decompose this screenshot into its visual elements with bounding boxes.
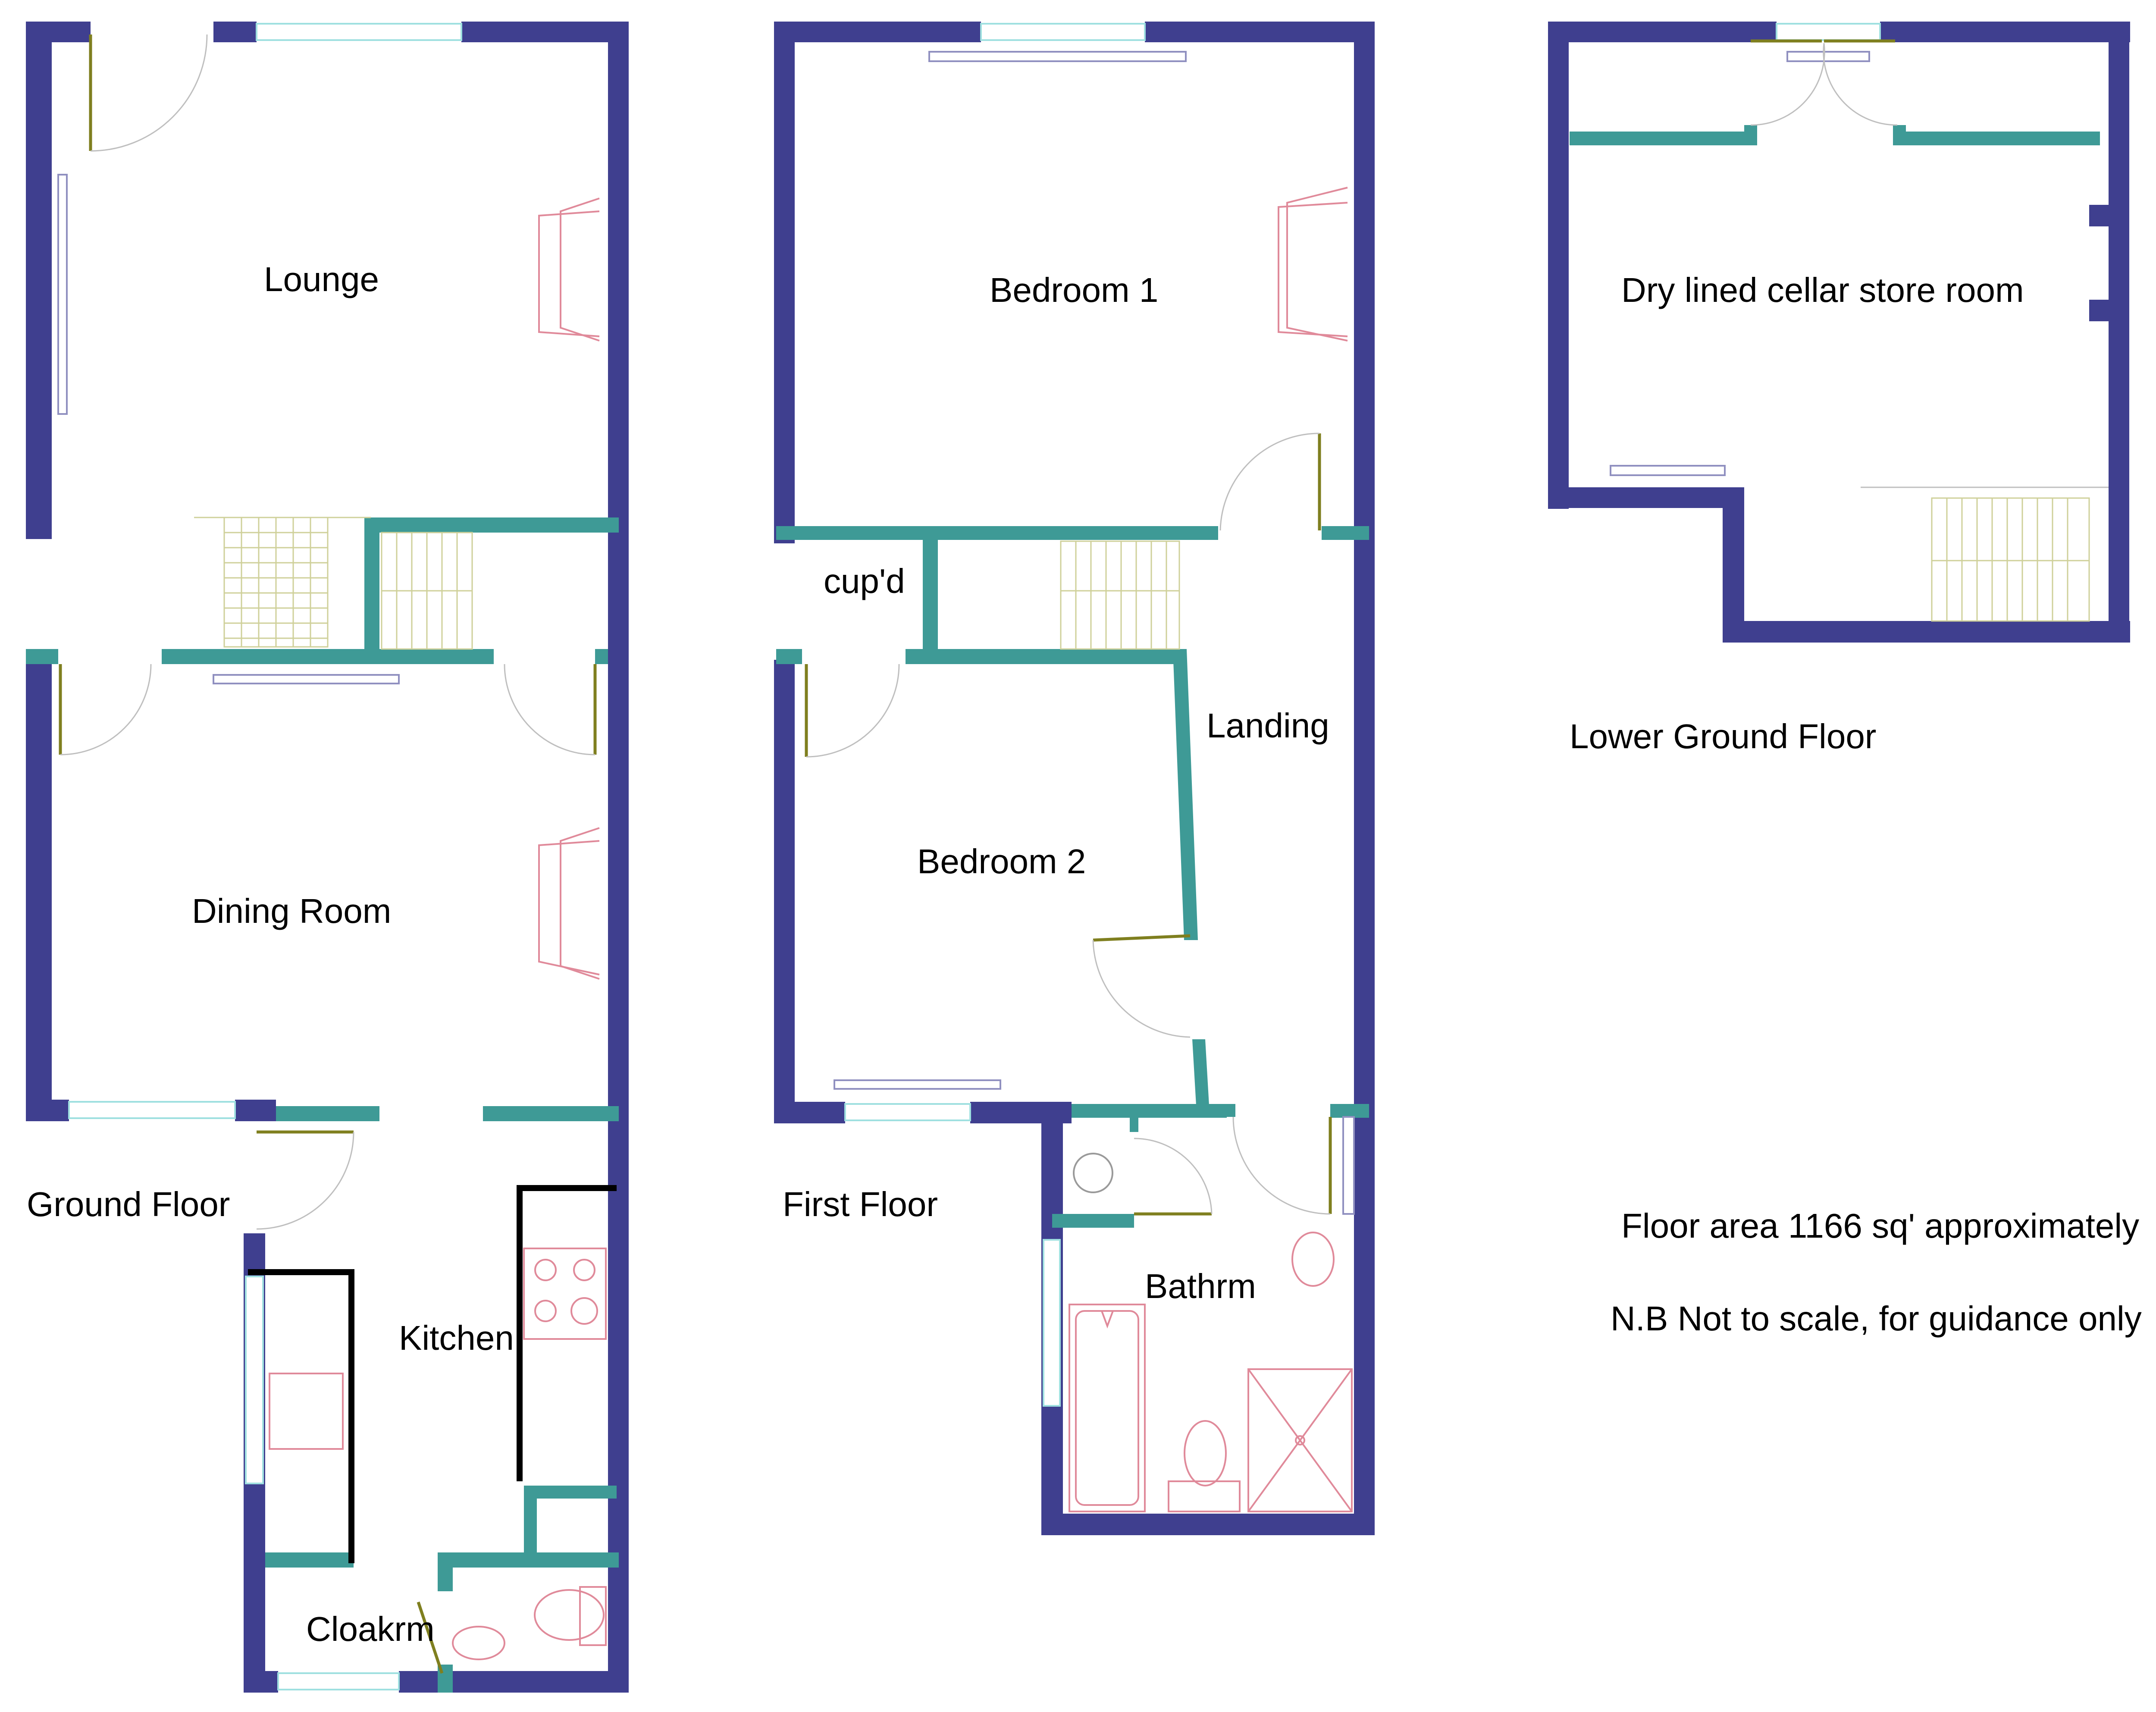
ground-stairs bbox=[194, 517, 473, 650]
ground-kitchen-fixtures bbox=[269, 1248, 607, 1660]
floor-label-ground: Ground Floor bbox=[27, 1185, 230, 1223]
room-label-cloakroom: Cloakrm bbox=[306, 1610, 435, 1648]
cloakroom-basin-icon bbox=[452, 1626, 505, 1660]
floor-label-first: First Floor bbox=[783, 1185, 938, 1223]
first-fireplace bbox=[1278, 187, 1348, 342]
ground-doors bbox=[59, 34, 597, 1674]
first-internal-walls bbox=[776, 526, 1369, 1228]
lower-internal-walls bbox=[1570, 125, 2100, 145]
ground-door-swings bbox=[60, 34, 595, 1230]
bath-icon bbox=[1069, 1304, 1146, 1512]
lower-radiators bbox=[1610, 51, 1870, 476]
room-label-landing: Landing bbox=[1206, 706, 1329, 745]
first-external-walls bbox=[774, 22, 1375, 1535]
first-doors bbox=[805, 433, 1332, 1216]
room-label-dining: Dining Room bbox=[192, 892, 391, 930]
room-label-bedroom1: Bedroom 1 bbox=[990, 271, 1158, 309]
room-label-bathroom: Bathrm bbox=[1145, 1267, 1256, 1305]
room-label-lounge: Lounge bbox=[264, 260, 379, 298]
ground-fireplaces bbox=[538, 198, 600, 980]
first-door-swings bbox=[806, 433, 1331, 1215]
lower-windows bbox=[1776, 23, 1881, 41]
room-label-bedroom2: Bedroom 2 bbox=[917, 842, 1086, 881]
boiler-icon bbox=[1073, 1153, 1113, 1193]
room-label-cupboard: cup'd bbox=[824, 562, 905, 600]
first-stairs bbox=[1060, 540, 1180, 650]
shower-icon bbox=[1247, 1368, 1353, 1512]
lower-ground-floor-plan: Dry lined cellar store room Lower Ground… bbox=[1548, 22, 2130, 756]
floor-area-note: Floor area 1166 sq' approximately bbox=[1621, 1207, 2139, 1245]
lower-door-swings bbox=[1750, 43, 1898, 126]
room-label-cellar: Dry lined cellar store room bbox=[1621, 271, 2024, 309]
floor-label-lower: Lower Ground Floor bbox=[1570, 717, 1876, 756]
disclaimer-note: N.B Not to scale, for guidance only bbox=[1611, 1299, 2142, 1338]
ground-internal-walls bbox=[26, 517, 619, 1693]
kitchen-sink-icon bbox=[269, 1373, 344, 1450]
bathroom-fixtures bbox=[1069, 1153, 1353, 1512]
first-floor-plan: Bedroom 1 Bedroom 2 cup'd Landing Bathrm… bbox=[774, 22, 1375, 1535]
first-radiators bbox=[834, 51, 1355, 1215]
wc-icon bbox=[1184, 1420, 1227, 1486]
cloakroom-wc-icon bbox=[534, 1589, 605, 1641]
hob-icon bbox=[523, 1248, 607, 1340]
lower-external-walls bbox=[1548, 22, 2130, 643]
lower-stairs bbox=[1861, 486, 2109, 622]
room-label-kitchen: Kitchen bbox=[399, 1319, 514, 1357]
ground-windows bbox=[68, 23, 462, 1690]
first-windows bbox=[844, 23, 1146, 1407]
ground-radiators bbox=[57, 174, 400, 684]
basin-icon bbox=[1291, 1232, 1335, 1287]
ground-floor-plan: Lounge Dining Room Kitchen Cloakrm Groun… bbox=[26, 22, 629, 1693]
ground-worktops bbox=[248, 1185, 617, 1563]
